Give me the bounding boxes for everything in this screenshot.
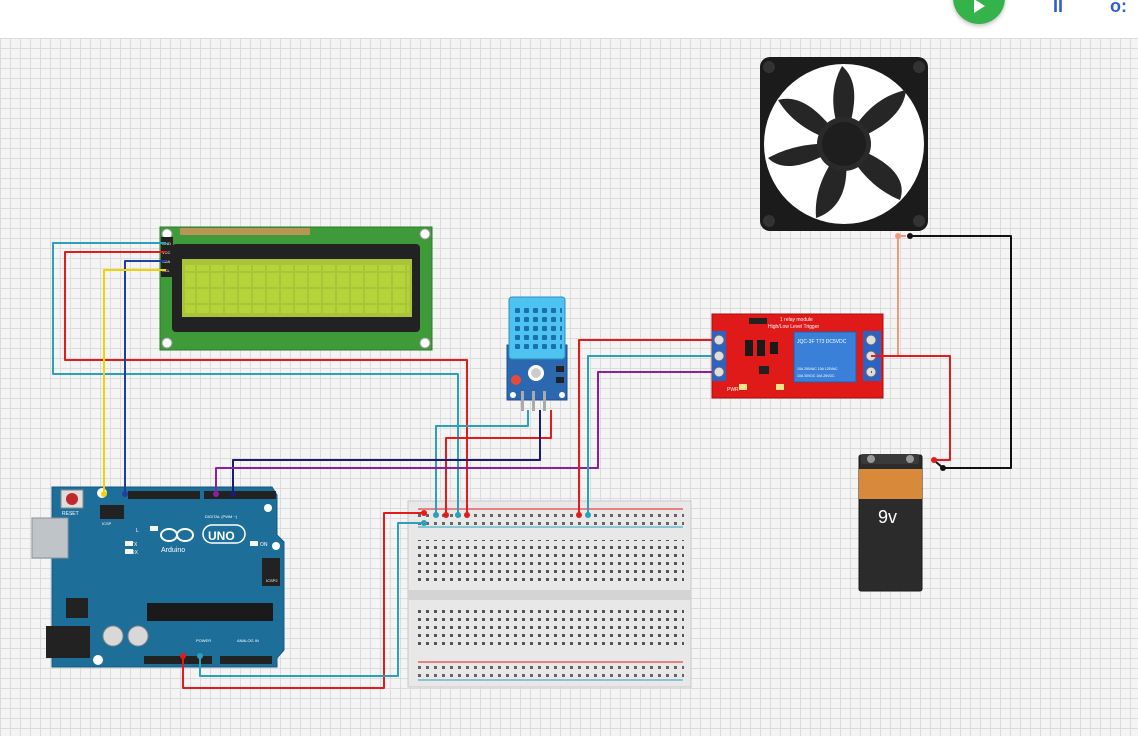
led-l-label: L (136, 528, 139, 534)
wire-dht-vcc (445, 410, 552, 515)
wire-dht-data (232, 410, 541, 494)
arduino-uno-board[interactable]: RESET Arduino UNO L TX RX ON DIGITAL (PW… (31, 486, 285, 668)
play-icon (974, 0, 985, 13)
wire-dht-gnd (435, 410, 529, 515)
wires (52, 235, 1012, 689)
led-on-label: ON (260, 542, 268, 548)
dc-fan[interactable] (760, 57, 928, 231)
arduino-logo (160, 524, 246, 544)
battery-9v[interactable]: 9v (858, 454, 923, 592)
power-label: POWER (196, 638, 211, 643)
wire-arduino-5v (182, 512, 424, 689)
led-rx-label: RX (131, 550, 139, 556)
wire-arduino-gnd (199, 522, 424, 677)
lcd-pin-gnd: GND (162, 241, 171, 246)
relay-module[interactable]: 1 relay module High/Low Level Trigger JQ… (711, 313, 884, 399)
relay-rating-left: 10A 250VAC 10A 125VAC (797, 367, 838, 371)
relay-title: 1 relay module (780, 317, 813, 323)
lcd-pin-sda: SDA (162, 259, 171, 264)
wire-lcd-scl (103, 269, 166, 494)
lcd-16x2-display[interactable]: GND VCC SDA SCL (159, 226, 433, 351)
top-toolbar: II o: (0, 0, 1138, 38)
breadboard[interactable] (407, 500, 692, 688)
reset-button[interactable] (66, 493, 78, 505)
wire-lcd-sda (124, 260, 166, 494)
relay-pwr-label: PWR (727, 387, 739, 393)
wire-relay-no-battery (871, 355, 951, 461)
digital-label: DIGITAL (PWM ~) (205, 514, 238, 519)
relay-coil-text: JQC-3F T73 DC5VDC (797, 339, 847, 345)
icsp-label: ICSP (102, 521, 112, 526)
brand-label: Arduino (161, 547, 185, 554)
lcd-pin-scl: SCL (162, 268, 171, 273)
relay-rating-right: 10A 30VDC 10A 28VDC (797, 374, 835, 378)
wire-relay-gnd (587, 355, 712, 515)
wire-lcd-gnd (52, 242, 459, 515)
debug-icon[interactable]: o: (1110, 0, 1127, 16)
dht-sensor-module[interactable] (506, 296, 568, 411)
reset-label: RESET (62, 511, 79, 517)
battery-label: 9v (878, 507, 897, 527)
wire-relay-vcc (578, 339, 712, 515)
wire-lcd-vcc (64, 251, 468, 515)
model-label: UNO (208, 529, 235, 543)
wire-relay-signal (215, 371, 712, 494)
relay-subtitle: High/Low Level Trigger (768, 324, 819, 330)
pause-icon[interactable]: II (1053, 0, 1064, 16)
analog-label: ANALOG IN (237, 638, 259, 643)
wire-endpoints (101, 233, 946, 659)
icsp2-label: ICSP2 (266, 578, 278, 583)
lcd-pin-vcc: VCC (162, 250, 171, 255)
led-tx-label: TX (131, 542, 138, 548)
wire-fan-battery-gnd (910, 235, 1012, 469)
